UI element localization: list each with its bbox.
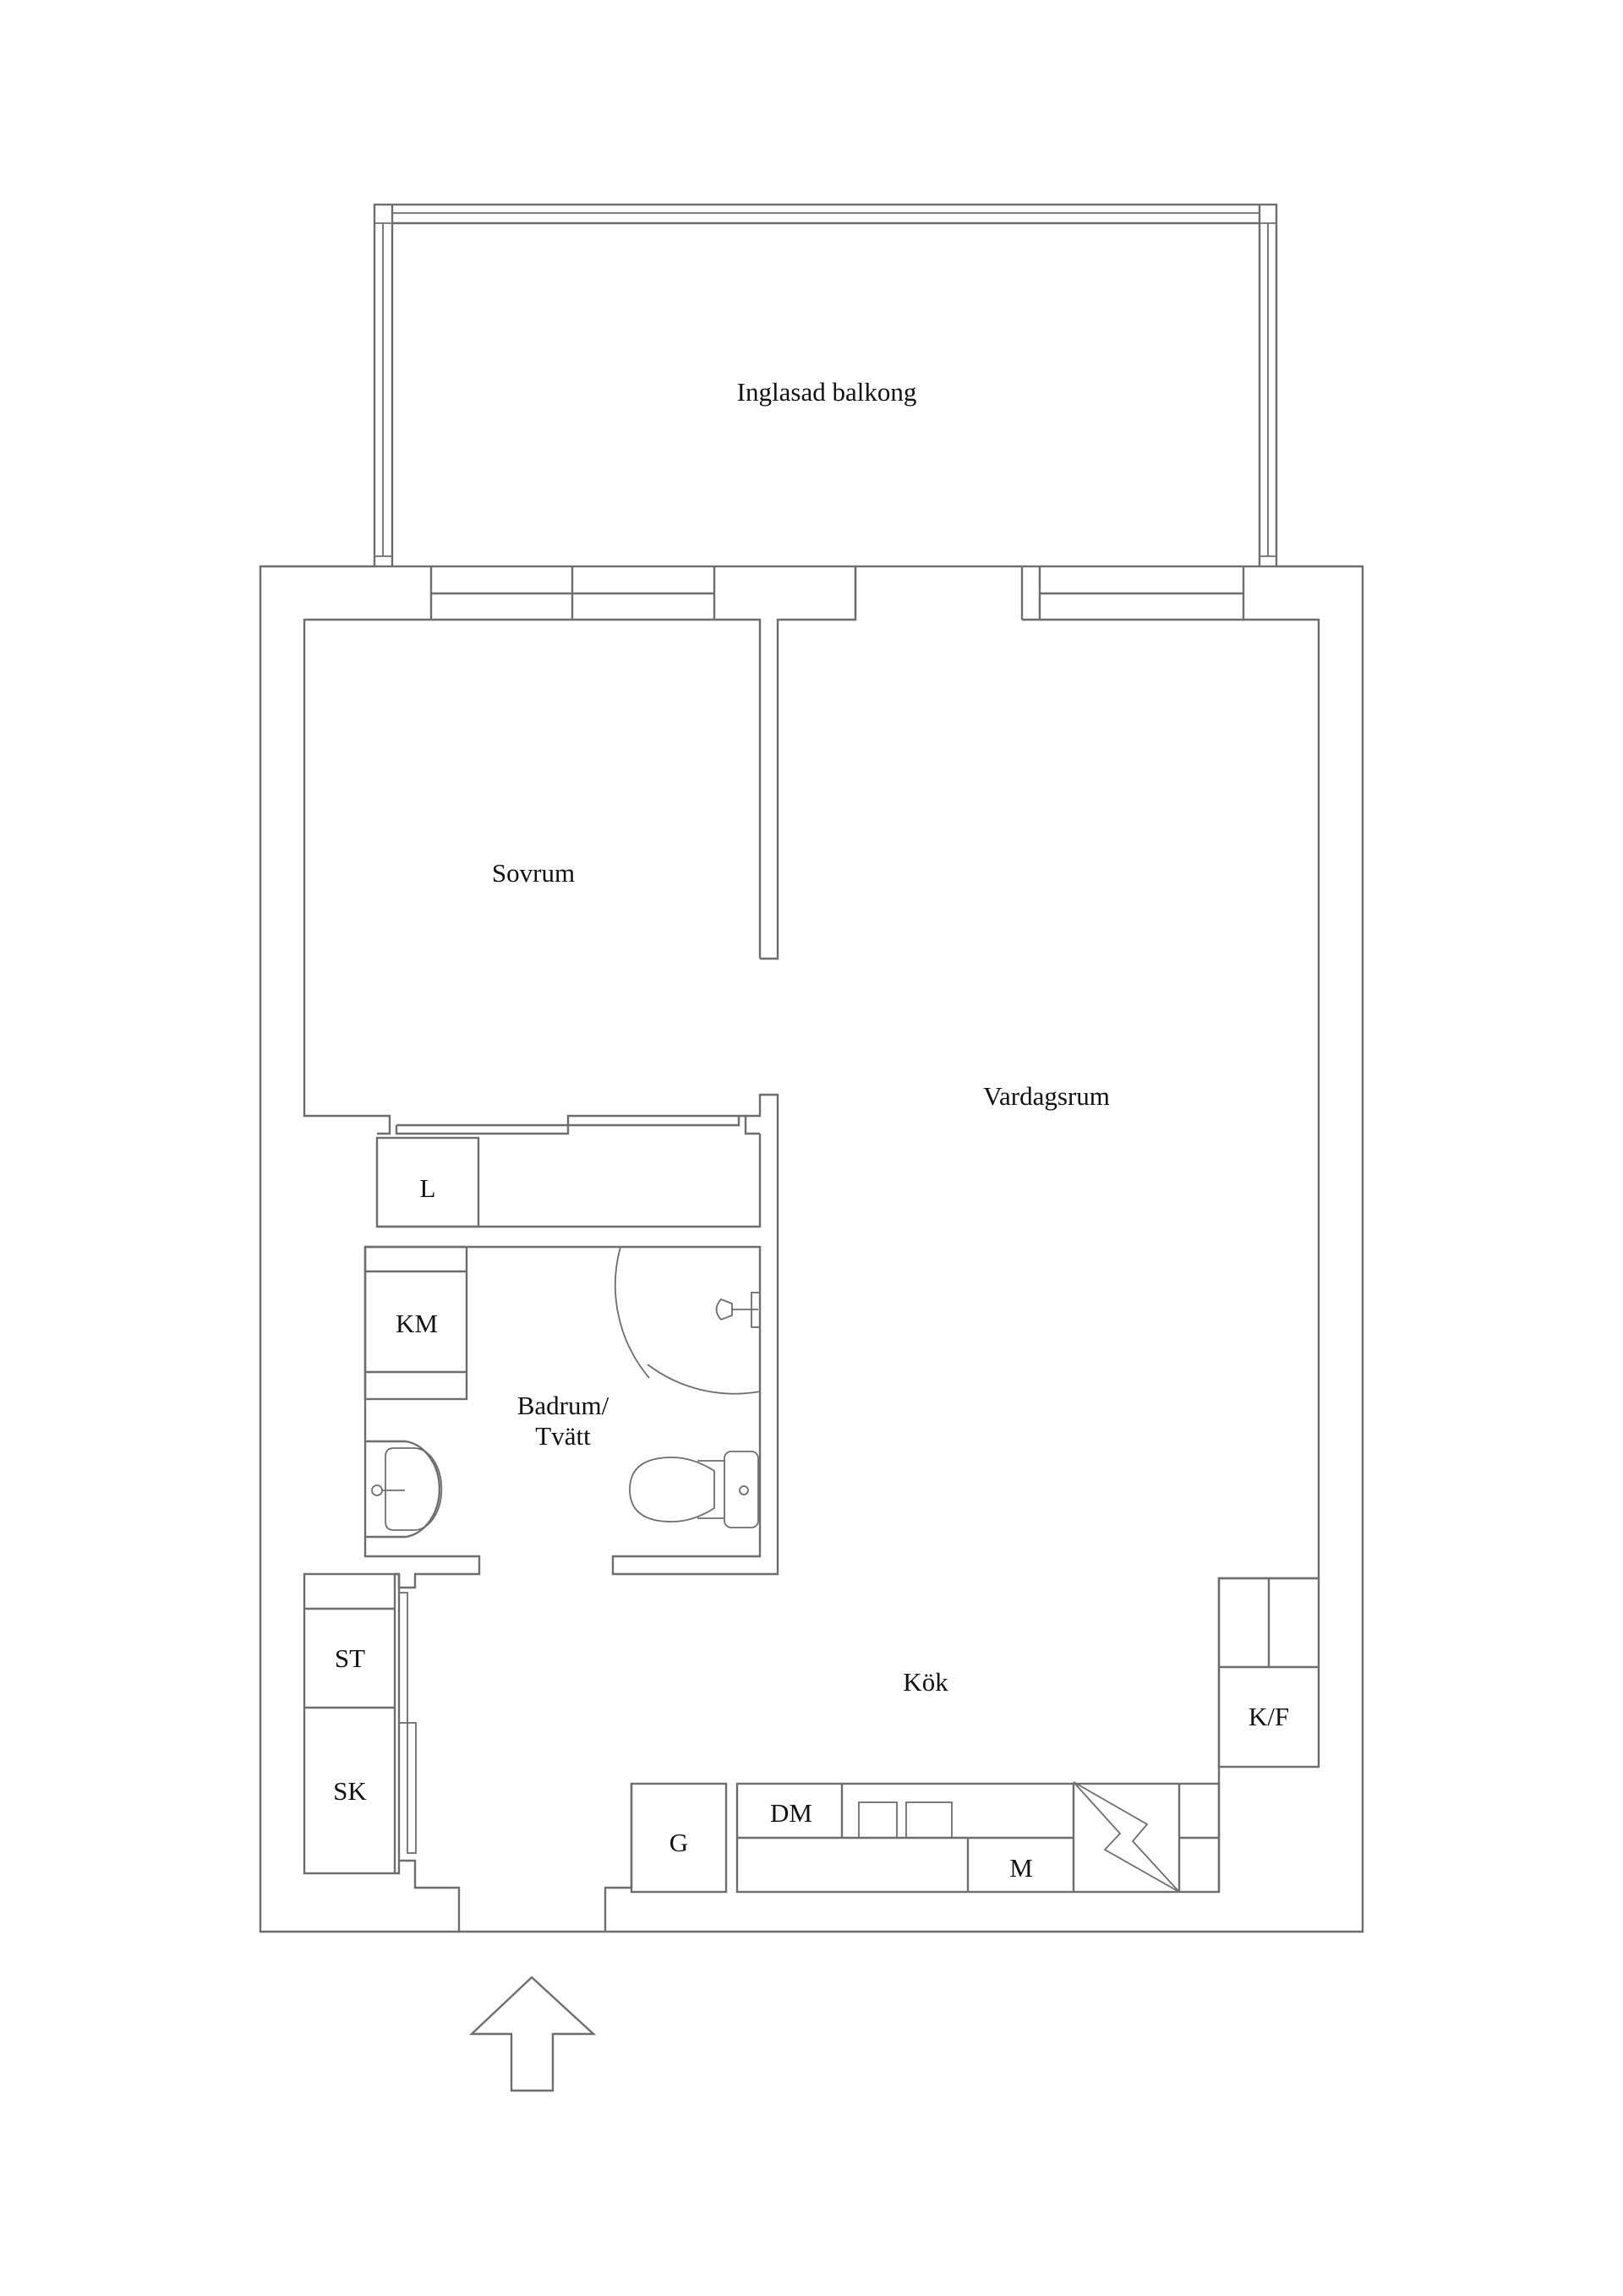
- fixture-label-wardrobe: L: [419, 1173, 436, 1203]
- shower: [615, 1246, 761, 1395]
- fridge-freezer: [1217, 1577, 1320, 1768]
- sink-basin-1: [858, 1801, 898, 1839]
- sink-basin-2: [905, 1801, 953, 1839]
- interior-walls: [303, 566, 1320, 1589]
- wardrobe-sliding-doors[interactable]: [395, 1114, 740, 1135]
- fixture-label-st: ST: [334, 1643, 366, 1673]
- hall-cabinets: [303, 1572, 401, 1875]
- wardrobe-l: [375, 1136, 480, 1228]
- kitchen-counter: [630, 1577, 1319, 1894]
- room-label-kitchen: Kök: [903, 1667, 948, 1697]
- washing-machine: [363, 1245, 468, 1401]
- toilet: [629, 1451, 759, 1528]
- fixture-label-microwave: M: [1009, 1853, 1033, 1883]
- fixture-label-sk: SK: [333, 1776, 367, 1806]
- fixture-label-g: G: [669, 1828, 689, 1857]
- exterior-walls: [259, 565, 1364, 1933]
- hall-sliding-doors[interactable]: [398, 1592, 461, 1932]
- fixture-label-dishwasher: DM: [770, 1798, 812, 1828]
- room-label-bedroom: Sovrum: [491, 858, 576, 888]
- fixture-label-fridge-freezer: K/F: [1248, 1702, 1290, 1731]
- window-living: [1020, 566, 1245, 620]
- entrance-wall: [604, 1784, 633, 1932]
- bathroom-label-line2: Tvätt: [535, 1421, 591, 1451]
- sink: [366, 1440, 443, 1539]
- fixture-label-washing-machine: KM: [396, 1309, 438, 1338]
- room-label-balcony: Inglasad balkong: [736, 377, 917, 407]
- window-bedroom: [429, 566, 857, 620]
- balcony: [373, 203, 1278, 568]
- bathroom-label-line1: Badrum/: [516, 1391, 609, 1420]
- room-label-bathroom: Badrum/ Tvätt: [517, 1391, 609, 1451]
- stove: [1073, 1781, 1180, 1893]
- room-label-living: Vardagsrum: [983, 1081, 1110, 1111]
- arrow-up-icon: [468, 1976, 597, 2092]
